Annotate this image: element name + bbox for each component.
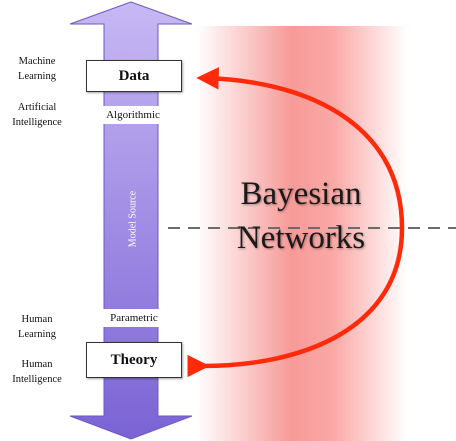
theory-box: Theory (86, 342, 182, 378)
label-human-intelligence: Human Intelligence (12, 359, 62, 385)
algorithmic-tag: Algorithmic (96, 106, 170, 124)
label-human-learning: Human Learning (18, 314, 56, 340)
bayesian-networks-title: Bayesian Networks (236, 176, 366, 256)
feedback-curve-arrow (187, 67, 405, 378)
label-machine-learning: Machine Learning (18, 56, 56, 82)
label-artificial-intelligence: Artificial Intelligence (12, 102, 62, 128)
model-source-label: Model Source (127, 190, 139, 248)
parametric-tag: Parametric (92, 309, 176, 327)
data-box: Data (86, 60, 182, 92)
model-source-arrow (69, 1, 193, 440)
